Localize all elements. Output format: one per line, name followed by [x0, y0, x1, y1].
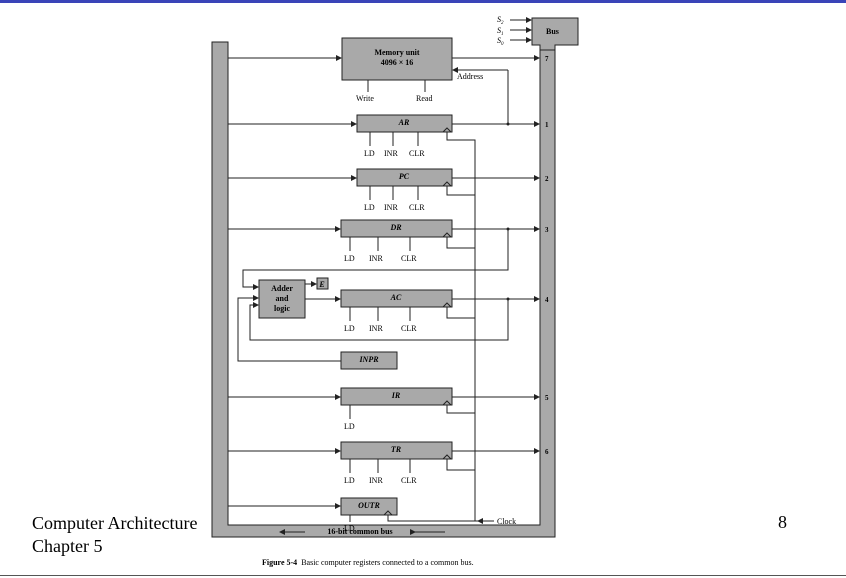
common-bus-label: 16-bit common bus — [327, 527, 392, 536]
bottom-rule — [0, 575, 846, 576]
svg-text:INR: INR — [369, 324, 383, 333]
svg-text:LD: LD — [344, 254, 355, 263]
svg-text:INR: INR — [384, 149, 398, 158]
svg-text:CLR: CLR — [401, 254, 417, 263]
svg-text:AR: AR — [398, 118, 410, 127]
svg-text:INR: INR — [369, 476, 383, 485]
svg-text:TR: TR — [391, 445, 402, 454]
svg-text:LD: LD — [344, 476, 355, 485]
register-ac: AC 4 LD INR CLR — [249, 289, 549, 341]
register-tr: TR 6 LD INR CLR — [228, 441, 549, 485]
select-lines: S2 S1 S0 — [497, 15, 532, 47]
read-label: Read — [416, 94, 432, 103]
memory-unit-title: Memory unit — [374, 48, 419, 57]
page-number: 8 — [778, 512, 787, 532]
top-rule — [0, 0, 846, 3]
register-ir: IR 5 LD — [228, 387, 549, 431]
bus-label: Bus — [546, 27, 559, 36]
register-pc: PC 2 LD INR CLR — [228, 168, 549, 212]
svg-text:CLR: CLR — [401, 476, 417, 485]
register-ar: AR 1 LD INR CLR — [228, 114, 549, 510]
svg-text:4: 4 — [545, 296, 549, 304]
svg-text:LD: LD — [344, 324, 355, 333]
e-flag-box — [316, 277, 329, 290]
register-dr: DR 3 LD INR CLR — [228, 219, 549, 290]
svg-text:OUTR: OUTR — [358, 501, 380, 510]
svg-text:LD: LD — [364, 203, 375, 212]
svg-text:CLR: CLR — [401, 324, 417, 333]
svg-text:1: 1 — [545, 121, 549, 129]
footer-chapter: Chapter 5 — [32, 536, 103, 556]
clock-label: Clock — [497, 517, 516, 526]
e-flag-label: E — [318, 280, 324, 289]
memory-unit-size: 4096 × 16 — [381, 58, 414, 67]
select-line-s2: S2 — [497, 15, 504, 26]
svg-text:Adder: Adder — [271, 284, 293, 293]
register-inpr: INPR — [237, 295, 398, 370]
svg-text:DR: DR — [389, 223, 402, 232]
svg-text:LD: LD — [364, 149, 375, 158]
svg-text:LD: LD — [344, 422, 355, 431]
svg-text:5: 5 — [545, 394, 549, 402]
svg-text:CLR: CLR — [409, 203, 425, 212]
footer-course-info: Computer Architecture Chapter 5 — [32, 512, 197, 558]
svg-text:6: 6 — [545, 448, 549, 456]
select-line-s1: S1 — [497, 26, 504, 37]
svg-text:2: 2 — [545, 175, 549, 183]
svg-text:CLR: CLR — [409, 149, 425, 158]
svg-text:INR: INR — [369, 254, 383, 263]
adder-logic: Adder and logic E — [258, 277, 341, 319]
address-label: Address — [457, 72, 483, 81]
memory-unit-box — [341, 37, 453, 81]
svg-text:and: and — [276, 294, 289, 303]
svg-text:INR: INR — [384, 203, 398, 212]
svg-text:PC: PC — [399, 172, 410, 181]
svg-text:IR: IR — [391, 391, 401, 400]
select-line-s0: S0 — [497, 36, 504, 47]
bus-selector-box — [531, 17, 579, 51]
svg-text:3: 3 — [545, 226, 549, 234]
svg-text:logic: logic — [274, 304, 290, 313]
svg-text:AC: AC — [390, 293, 402, 302]
svg-text:INPR: INPR — [358, 355, 379, 364]
footer-title: Computer Architecture — [32, 513, 198, 533]
write-label: Write — [356, 94, 374, 103]
register-outr: OUTR LD — [228, 497, 490, 533]
svg-text:LD: LD — [344, 524, 355, 533]
bus-number-7: 7 — [545, 55, 549, 63]
